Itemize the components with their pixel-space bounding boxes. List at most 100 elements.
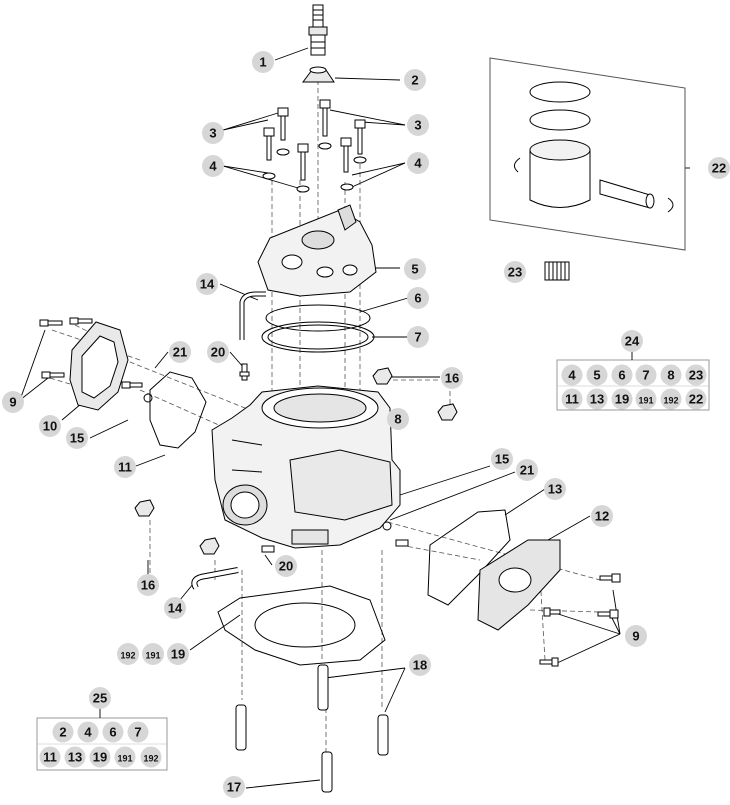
callout-c10-circle — [39, 415, 61, 437]
callout-c15a-circle — [66, 427, 88, 449]
callout-c20a: 20 — [207, 341, 229, 363]
washers-part — [262, 142, 367, 193]
callout-c11-circle — [114, 456, 136, 478]
callout-c5-circle — [404, 258, 426, 280]
callout-c6-circle — [407, 287, 429, 309]
callout-c21b-circle — [516, 459, 538, 481]
callout-c6: 6 — [407, 287, 429, 309]
kit-25-item-r1-0: 2 — [52, 721, 74, 743]
callout-c14b: 14 — [164, 597, 186, 619]
kit-24-item-r2-0-circle — [561, 388, 583, 410]
kit-25-item-r2-4-circle — [140, 746, 162, 768]
kit-25-item-r2-2-circle — [89, 746, 111, 768]
kit-25-item-r1-1: 4 — [77, 721, 99, 743]
kit-25-item-r1-3-label: 7 — [134, 725, 141, 740]
callout-c1-label: 1 — [259, 55, 266, 70]
nipple-top-part — [239, 363, 250, 381]
callout-c20a-label: 20 — [211, 345, 225, 360]
callout-c3b-circle — [407, 114, 429, 136]
callout-c8: 8 — [387, 408, 409, 430]
callout-c11-label: 11 — [118, 460, 132, 475]
callout-c21a: 21 — [169, 341, 191, 363]
callout-c22-label: 22 — [712, 161, 726, 176]
callout-c14b-label: 14 — [168, 601, 183, 616]
piston-kit-frame — [489, 57, 686, 251]
kit-24-item-r2-4: 192 — [660, 388, 682, 410]
callout-c22: 22 — [708, 157, 730, 179]
kit-24-item-r2-2-label: 19 — [615, 392, 629, 407]
callout-c16a-circle — [441, 367, 463, 389]
callout-c191-circle — [142, 643, 164, 665]
callout-c191-label: 191 — [145, 651, 160, 661]
kit-24-box — [556, 352, 710, 411]
screws-left-part — [39, 317, 153, 403]
callout-c2-label: 2 — [411, 73, 418, 88]
kit-25-item-r1-1-circle — [77, 721, 99, 743]
callout-c21a-circle — [169, 341, 191, 363]
kit-24-item-r1-4-circle — [660, 364, 682, 386]
o-ring-part — [265, 304, 371, 332]
kit-24-item-r1-0-circle — [561, 364, 583, 386]
callout-c12: 12 — [591, 505, 613, 527]
callout-c17: 17 — [223, 776, 245, 798]
kit-24-item-r1-4: 8 — [660, 364, 682, 386]
kit-24-item-r2-4-circle — [660, 388, 682, 410]
kit-24-item-r1-5: 23 — [685, 364, 707, 386]
kit-24-title-circle — [621, 330, 643, 352]
callout-c10-label: 10 — [43, 419, 57, 434]
callout-c4b-circle — [407, 152, 429, 174]
kit-25-item-r1-1-label: 4 — [84, 725, 92, 740]
kit-25-item-r2-0-circle — [39, 746, 61, 768]
callout-c2-circle — [404, 69, 426, 91]
sealing-ring-part — [302, 66, 335, 83]
callout-c2: 2 — [404, 69, 426, 91]
callout-c3a: 3 — [202, 122, 224, 144]
callout-c11: 11 — [114, 456, 136, 478]
kit-24-item-r1-2-circle — [611, 364, 633, 386]
callout-c20b: 20 — [275, 555, 297, 577]
kit-25-item-r2-2-label: 19 — [93, 750, 107, 765]
kit-25-item-r1-2-label: 6 — [109, 725, 116, 740]
kit-25-item-r2-4: 192 — [140, 746, 162, 768]
callout-c9a: 9 — [2, 391, 24, 413]
kit-25-item-r2-1-label: 13 — [68, 750, 82, 765]
callout-c9a-label: 9 — [9, 395, 16, 410]
kit-24-item-r2-1-label: 13 — [590, 392, 604, 407]
kit-24-item-r2-3: 191 — [635, 388, 657, 410]
kit-25-item-r1-3: 7 — [127, 721, 149, 743]
callout-c7: 7 — [407, 326, 429, 348]
callout-c9b: 9 — [625, 625, 647, 647]
callout-c8-circle — [387, 408, 409, 430]
kit-24-item-r1-3: 7 — [635, 364, 657, 386]
callout-c23: 23 — [504, 261, 526, 283]
callout-c21b-label: 21 — [520, 463, 534, 478]
callout-c6-label: 6 — [414, 291, 421, 306]
kit-24-item-r2-0: 11 — [561, 388, 583, 410]
kit-24-item-r1-0-label: 4 — [568, 368, 576, 383]
kit-24-item-r1-4-label: 8 — [667, 368, 674, 383]
callout-c18-label: 18 — [413, 658, 427, 673]
callout-c9b-circle — [625, 625, 647, 647]
callout-c13-label: 13 — [548, 482, 562, 497]
callout-c8-label: 8 — [394, 412, 401, 427]
callout-c23-circle — [504, 261, 526, 283]
callout-c19-circle — [167, 643, 189, 665]
callout-c16a: 16 — [441, 367, 463, 389]
callout-c3b: 3 — [407, 114, 429, 136]
callout-c21a-label: 21 — [173, 345, 187, 360]
callout-c20b-circle — [275, 555, 297, 577]
kit-25-item-r2-4-label: 192 — [143, 754, 158, 764]
kit-24-item-r2-1-circle — [586, 388, 608, 410]
callout-c14b-circle — [164, 597, 186, 619]
parts-artwork — [39, 4, 686, 793]
callout-c192-circle — [117, 643, 139, 665]
kit-24-item-r1-1-circle — [586, 364, 608, 386]
callout-c4a-circle — [202, 155, 224, 177]
kit-25-title-circle — [89, 687, 111, 709]
callout-c17-label: 17 — [227, 780, 241, 795]
callout-c19-label: 19 — [171, 647, 185, 662]
kit-24-item-r2-2-circle — [611, 388, 633, 410]
kit-25-item-r2-1: 13 — [64, 746, 86, 768]
dowel-pins-part — [235, 664, 389, 793]
callout-c4b: 4 — [407, 152, 429, 174]
